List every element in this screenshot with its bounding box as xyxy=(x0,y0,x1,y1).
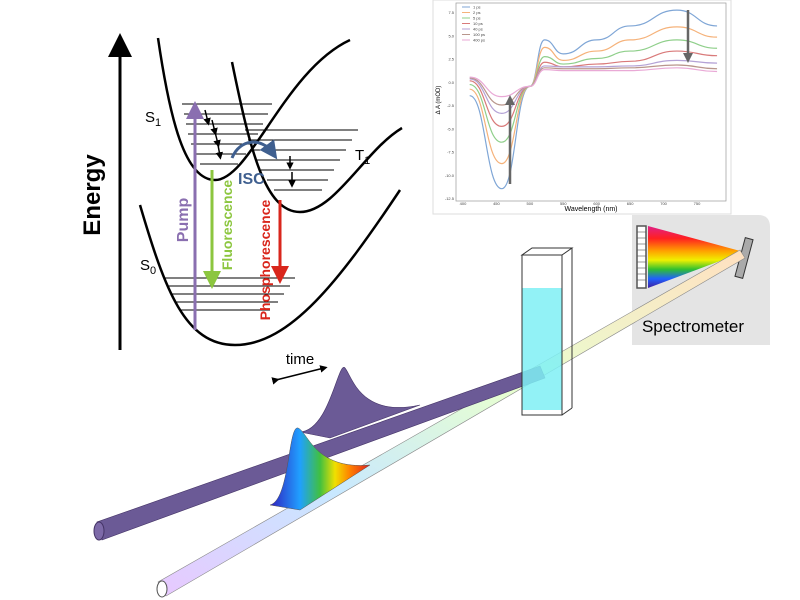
transient-absorption-chart: 7.5 5.0 2.5 0.0 -2.5 -5.0 -7.5 -10.0 -12.5 400 45… xyxy=(432,0,732,215)
x-tick-label: 600 xyxy=(593,201,600,206)
s0-label: S0 xyxy=(140,257,156,277)
s0-vibrational-levels xyxy=(165,277,295,311)
time-arrow xyxy=(271,365,328,385)
dispersed-spectrum xyxy=(648,226,744,288)
y-tick-label: -12.5 xyxy=(445,196,455,201)
y-tick-label: 2.5 xyxy=(448,57,454,62)
y-tick-label: 5.0 xyxy=(448,33,454,38)
legend-label: 2 ps xyxy=(473,10,481,15)
x-tick-label: 550 xyxy=(560,201,567,206)
y-tick-label: -7.5 xyxy=(447,150,455,155)
series-line xyxy=(469,39,718,143)
t1-potential-curve xyxy=(230,61,403,214)
x-tick-label: 500 xyxy=(527,201,534,206)
chart-frame xyxy=(432,0,732,215)
isc-label: ISC xyxy=(238,171,265,188)
y-tick-label: 0.0 xyxy=(448,80,454,85)
y-tick-label: -10.0 xyxy=(445,173,455,178)
legend-label: 1 ps xyxy=(473,5,481,10)
legend-label: 100 ps xyxy=(473,32,485,37)
plot-area xyxy=(455,2,727,202)
energy-label: Energy xyxy=(79,154,106,236)
legend-label: 40 ps xyxy=(473,27,483,32)
t1-label: T1 xyxy=(355,147,370,167)
phosphorescence-label: Phosphorescence xyxy=(257,199,273,320)
detector-array xyxy=(636,225,647,289)
legend-label: 10 ps xyxy=(473,21,483,26)
probe-beam-end xyxy=(156,580,168,598)
time-label: time xyxy=(286,351,314,368)
series-line xyxy=(469,67,718,98)
isc-arrow xyxy=(230,139,278,160)
x-tick-label: 700 xyxy=(660,201,667,206)
chart-ylabel: Δ A (mOD) xyxy=(436,86,442,115)
y-tick-label: -2.5 xyxy=(447,103,455,108)
cuvette-liquid xyxy=(522,288,562,410)
s1-potential-curve xyxy=(156,37,351,182)
s0-potential-curve xyxy=(138,189,402,347)
spectrometer-label: Spectrometer xyxy=(642,317,744,336)
pump-beam-end xyxy=(93,521,105,541)
legend-label: 400 ps xyxy=(473,38,485,43)
relaxation-arrows xyxy=(203,109,296,188)
legend-label: 5 ps xyxy=(473,16,481,21)
y-tick-label: 7.5 xyxy=(448,10,454,15)
chart-xlabel: Wavelength (nm) xyxy=(564,206,617,213)
pump-label: Pump xyxy=(175,198,192,243)
x-tick-label: 650 xyxy=(627,201,634,206)
x-tick-label: 750 xyxy=(694,201,701,206)
s1-label: S1 xyxy=(145,109,161,129)
jablonski-diagram: Energy S1 T1 S0 Pump Fluorescence Phosp xyxy=(79,33,403,350)
cuvette xyxy=(520,247,574,416)
x-tick-label: 450 xyxy=(493,201,500,206)
probe-pulse xyxy=(269,427,371,511)
fluorescence-label: Fluorescence xyxy=(219,180,235,270)
x-tick-label: 400 xyxy=(460,201,467,206)
y-tick-label: -5.0 xyxy=(447,126,455,131)
series-line xyxy=(469,59,718,114)
detector-pixels xyxy=(637,231,646,281)
pump-pulse xyxy=(299,367,421,439)
series-line xyxy=(469,26,718,165)
series-line xyxy=(469,9,718,190)
